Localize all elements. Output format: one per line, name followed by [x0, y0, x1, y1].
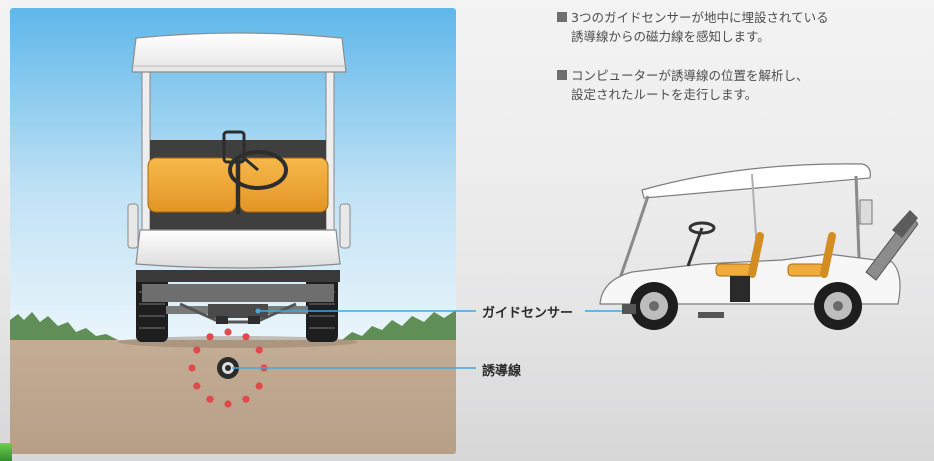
side-guide-sensor	[622, 304, 636, 314]
steering-wheel	[222, 130, 288, 190]
rear-view-illustration	[10, 8, 456, 454]
golf-bag	[859, 199, 918, 281]
canopy-roof	[131, 32, 347, 73]
rear-bumper	[136, 270, 340, 282]
side-underside-sensor	[698, 312, 724, 318]
side-roof	[641, 163, 871, 199]
note-1-line-2: 誘導線からの磁力線を感知します。	[571, 29, 770, 44]
bushes-left	[10, 312, 118, 340]
note-1-line-1: 3つのガイドセンサーが地中に埋設されている	[571, 10, 829, 25]
bullet-square-icon	[557, 70, 567, 80]
corner-mark	[0, 443, 12, 461]
note-2-line-2: 設定されたルートを走行します。	[571, 87, 758, 102]
side-steering	[686, 221, 716, 267]
seat-left	[147, 157, 237, 213]
note-2-line-1: コンピューターが誘導線の位置を解析し、	[571, 68, 809, 83]
side-view-illustration	[599, 163, 918, 330]
cart-shadow	[118, 336, 358, 348]
guide-sensor-unit	[208, 304, 268, 324]
side-front-wheel	[630, 282, 678, 330]
bushes-right	[342, 310, 456, 340]
bullet-square-icon	[557, 12, 567, 22]
side-seat-front	[715, 232, 764, 302]
guide-sensor-label: ガイドセンサー	[482, 306, 574, 321]
note-guide-sensor: 3つのガイドセンサーが地中に埋設されている 誘導線からの磁力線を感知します。	[557, 8, 829, 46]
chassis	[142, 284, 334, 302]
side-view-cart	[592, 154, 918, 344]
rear-view-scene	[10, 8, 456, 454]
note-computer-route: コンピューターが誘導線の位置を解析し、 設定されたルートを走行します。	[557, 66, 809, 104]
rear-body	[127, 203, 351, 269]
induction-wire-label: 誘導線	[482, 364, 522, 379]
side-seat-rear	[787, 232, 836, 278]
ground	[10, 340, 456, 454]
side-rear-wheel	[814, 282, 862, 330]
